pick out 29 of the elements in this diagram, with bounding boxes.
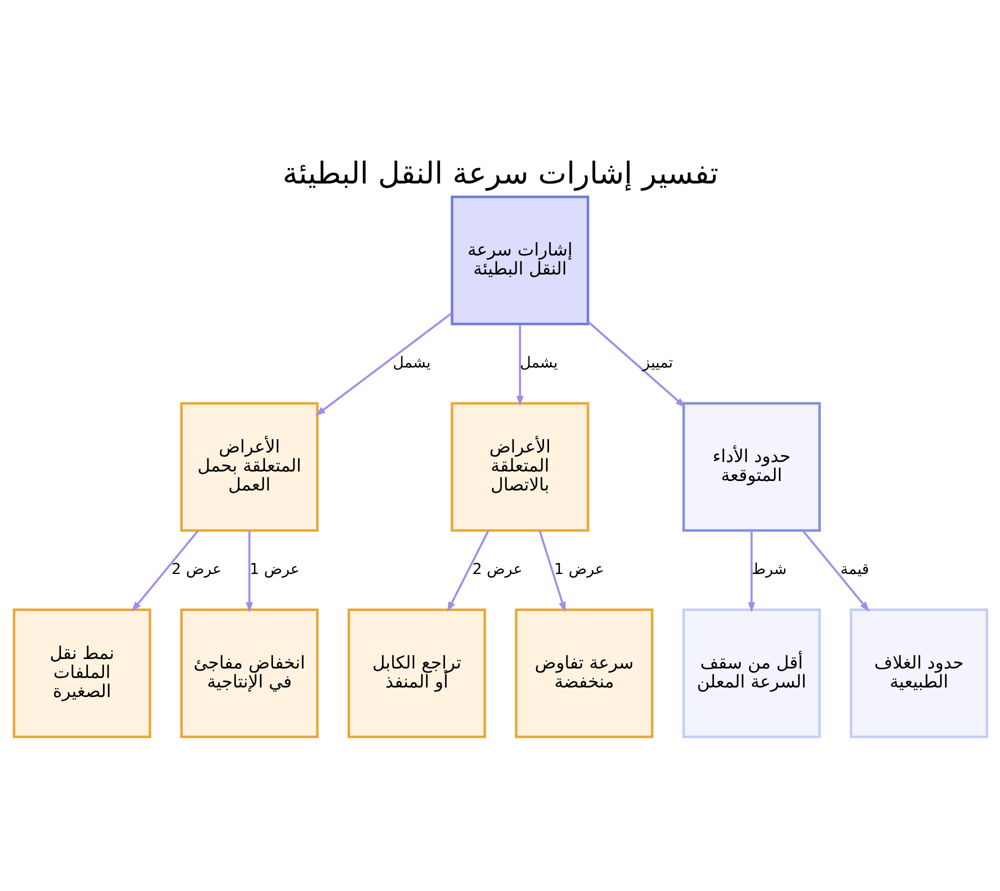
node-box: الأعراض المتعلقة بحمل العمل (180, 402, 318, 532)
arrow (802, 530, 870, 612)
node-box: حدود الأداء المتوقعة (682, 402, 820, 532)
edge-label: يشمل (392, 354, 430, 372)
edge-label: عرض 1 (554, 560, 604, 578)
node-box: انخفاض مفاجئ في الإنتاجية (180, 608, 318, 738)
edge-label: يشمل (519, 354, 558, 372)
arrow (130, 530, 198, 612)
edge-label: عرض 2 (472, 560, 522, 578)
node-box: تراجع الكابل أو المنفذ (347, 608, 486, 738)
arrow (747, 531, 755, 612)
node-box: نمط نقل الملفات الصغيرة (12, 608, 151, 738)
node-box: سرعة تفاوض منخفضة (514, 608, 653, 738)
diagram-title: تفسير إشارات سرعة النقل البطيئة (282, 156, 718, 192)
edge-label: قيمة (840, 560, 869, 578)
arrow (516, 324, 524, 406)
edge-label: شرط (751, 560, 786, 578)
edge-label: عرض 1 (249, 560, 300, 578)
node-box: إشارات سرعة النقل البطيئة (450, 196, 589, 326)
edge-label: تمييز (642, 354, 673, 372)
arrow (245, 531, 253, 612)
arrow (587, 321, 686, 408)
arrow (446, 530, 489, 612)
node-box: أقل من سقف السرعة المعلن (682, 608, 820, 738)
arrow (314, 312, 452, 416)
node-box: الأعراض المتعلقة بالاتصال (450, 402, 589, 532)
node-box: حدود الغلاف الطبيعية (849, 608, 988, 738)
edge-label: عرض 2 (171, 560, 222, 578)
arrow (538, 530, 566, 612)
